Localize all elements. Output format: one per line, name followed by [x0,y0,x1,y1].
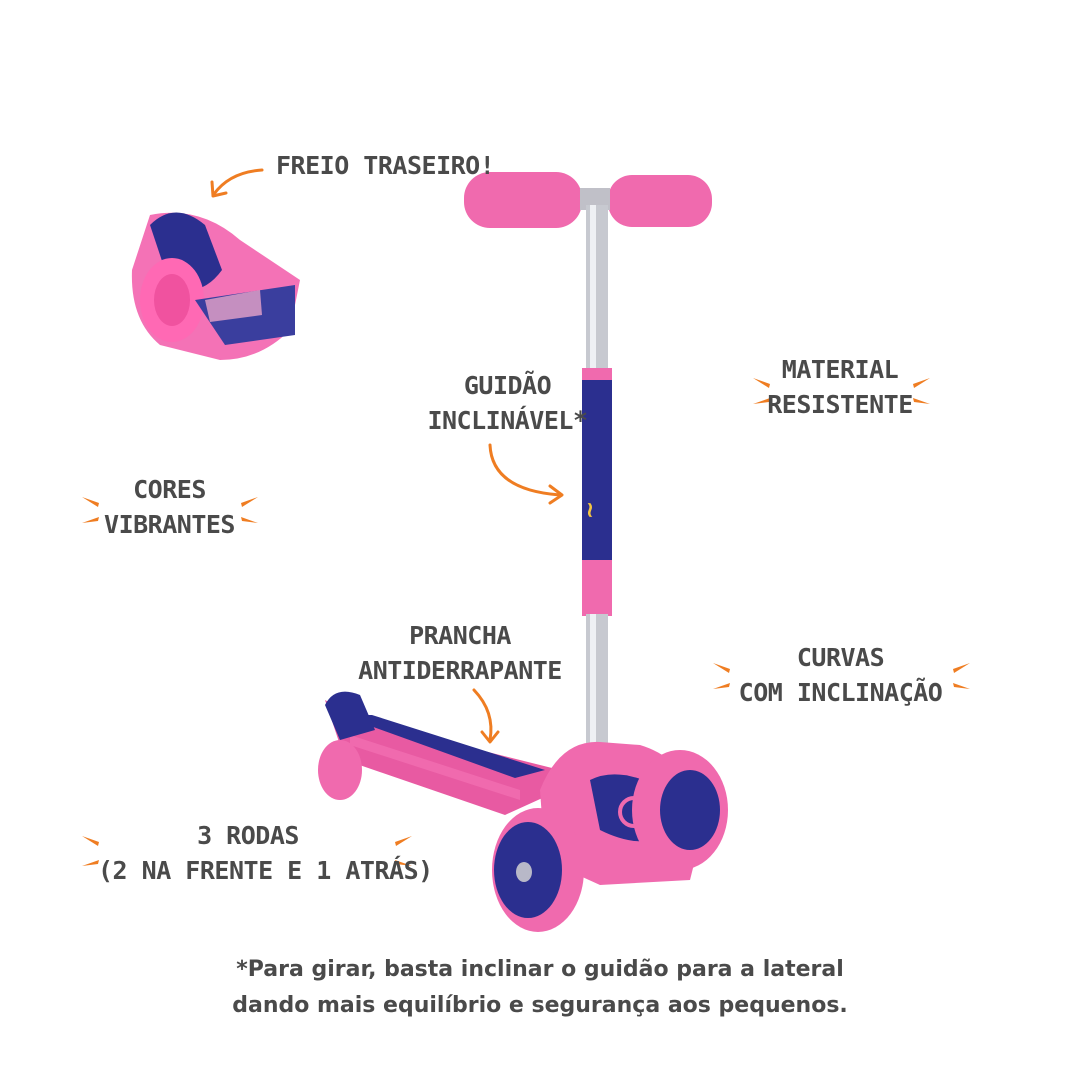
svg-text:~: ~ [578,501,603,519]
label-curvas-inclinacao: CURVAS COM INCLINAÇÃO [728,640,953,710]
footnote: *Para girar, basta inclinar o guidão par… [0,952,1080,1024]
label-guidao-inclinavel: GUIDÃO INCLINÁVEL* [415,368,600,438]
label-line: 3 RODAS [197,821,299,850]
spark-icon [753,378,770,404]
label-freio-traseiro: FREIO TRASEIRO! [276,148,495,183]
label-text: FREIO TRASEIRO! [276,151,495,180]
label-line: ANTIDERRAPANTE [358,656,562,685]
label-line: GUIDÃO [463,371,552,400]
spark-icon [395,836,412,866]
label-line: INCLINÁVEL* [427,406,588,435]
label-line: MATERIAL [781,355,899,384]
label-line: (2 NA FRENTE E 1 ATRÁS) [98,856,433,885]
scooter-image: ~ [318,172,728,932]
label-line: VIBRANTES [104,510,235,539]
spark-icon [241,497,258,523]
label-line: COM INCLINAÇÃO [738,678,943,707]
curved-arrow-icon [488,443,564,505]
spark-icon [713,663,730,689]
label-line: PRANCHA [409,621,511,650]
label-line: RESISTENTE [767,390,913,419]
spark-icon [953,663,970,689]
label-line: CORES [133,475,206,504]
label-cores-vibrantes: CORES VIBRANTES [92,472,247,542]
label-3-rodas: 3 RODAS (2 NA FRENTE E 1 ATRÁS) [98,818,433,888]
curved-arrow-icon [210,168,264,198]
label-prancha-antiderrapante: PRANCHA ANTIDERRAPANTE [350,618,570,688]
label-line: CURVAS [796,643,885,672]
footnote-line: *Para girar, basta inclinar o guidão par… [236,957,844,982]
spark-icon [82,497,99,523]
rear-brake-zoom-image [131,212,300,360]
spark-icon [913,378,930,404]
spark-icon [82,836,99,866]
footnote-line: dando mais equilíbrio e segurança aos pe… [232,993,848,1018]
curved-arrow-icon [472,688,500,744]
label-material-resistente: MATERIAL RESISTENTE [765,352,915,422]
